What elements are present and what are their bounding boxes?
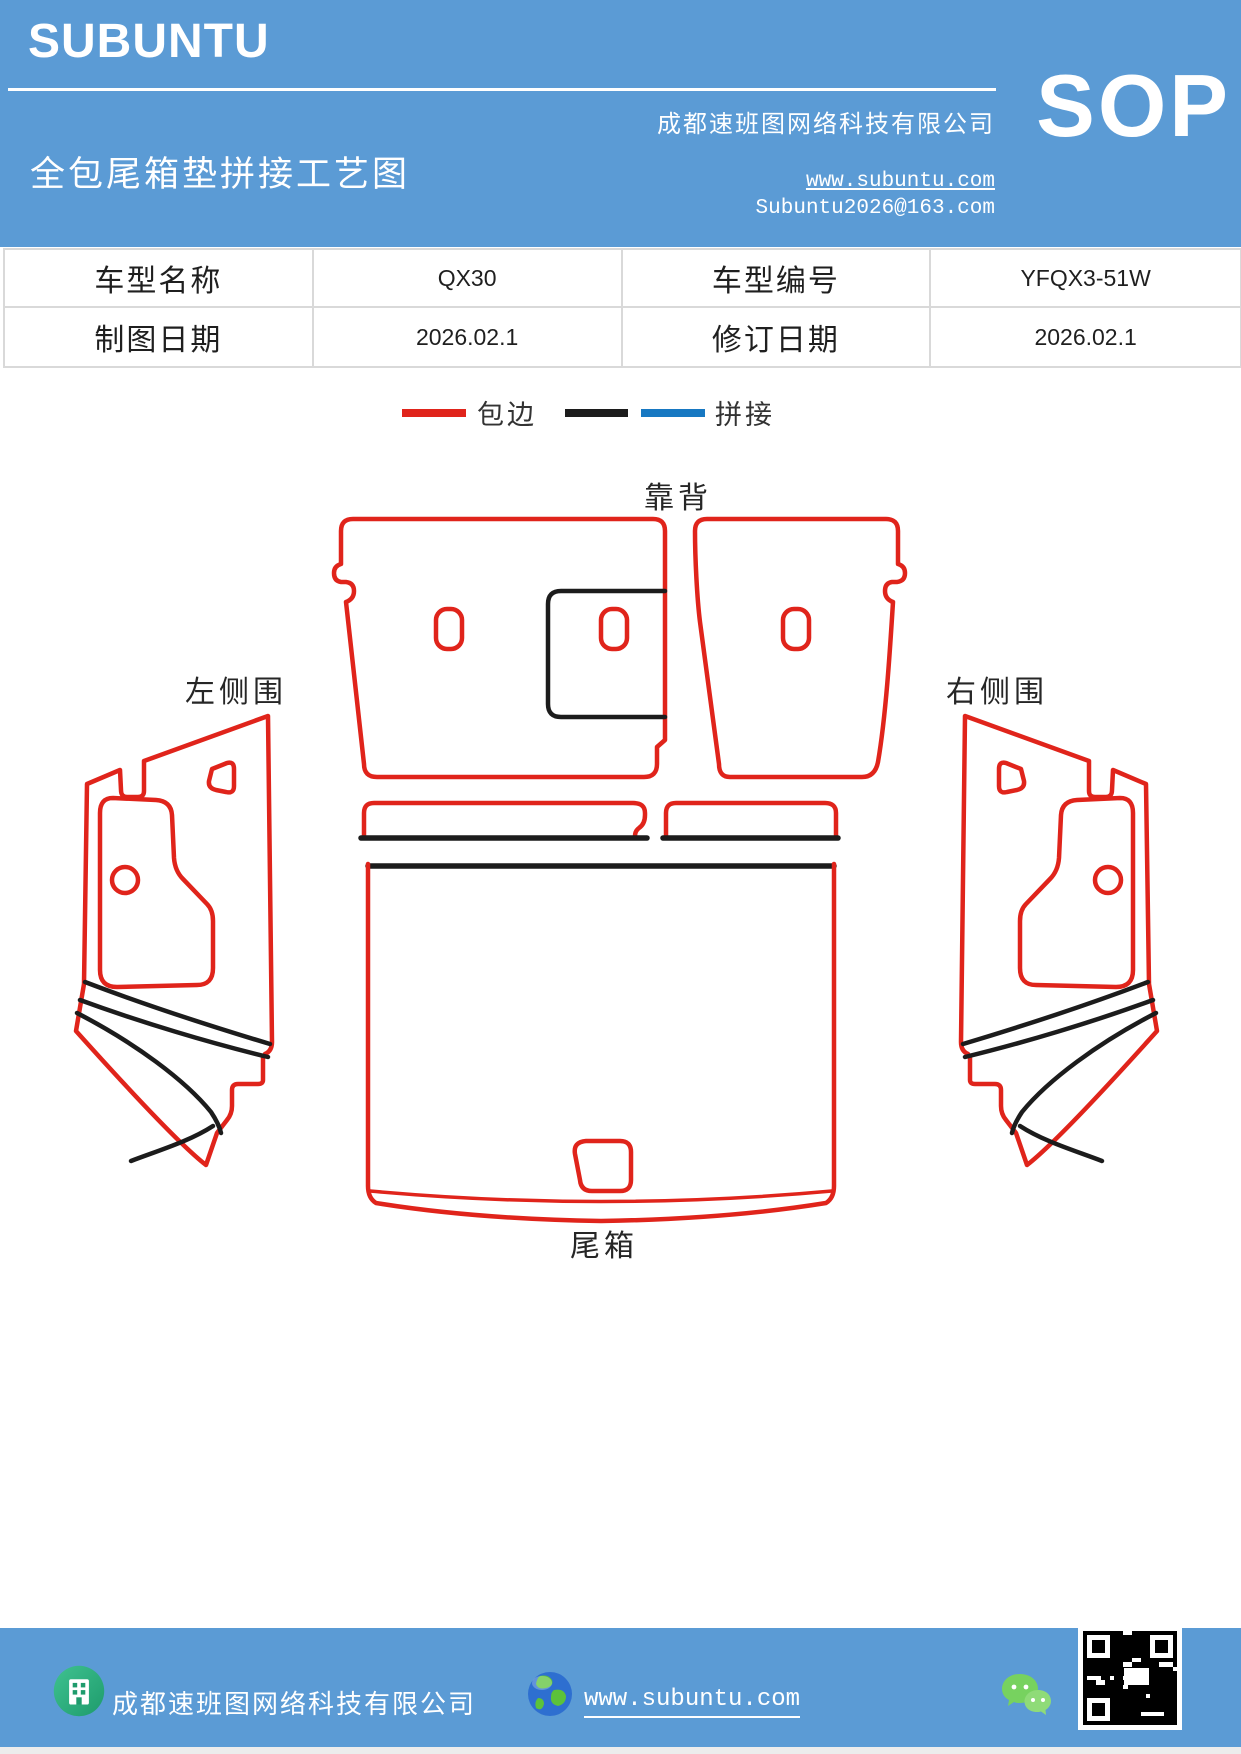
side-panel-round-hole (109, 864, 141, 896)
table-value-revise-date: 2026.02.1 (1034, 323, 1137, 350)
footer-company-name: 成都速班图网络科技有限公司 (112, 1689, 477, 1719)
page-bottom-strip (0, 1747, 1241, 1754)
footer-banner: 成都速班图网络科技有限公司 www.subuntu.com (0, 1626, 1241, 1754)
side-panel-small-hole (206, 760, 237, 795)
legend: 包边 拼接 (402, 400, 775, 430)
side-panel-stitch-curve (1009, 1010, 1159, 1136)
side-panel-round-hole (1092, 864, 1124, 896)
header-banner: SUBUNTU 成都速班图网络科技有限公司 全包尾箱垫拼接工艺图 www.sub… (0, 0, 1241, 247)
side-panel-stitch-curve (74, 1010, 224, 1136)
legend-binding-label: 包边 (477, 400, 537, 430)
backrest-right-piece (692, 516, 908, 780)
left-side-panel-piece (73, 713, 275, 1168)
table-label-model-code: 车型编号 (622, 250, 932, 308)
sop-badge: SOP (1036, 56, 1231, 155)
trunk-mat-piece (365, 861, 837, 1224)
qr-code (1078, 1626, 1182, 1730)
hinge-strip-right (660, 800, 841, 841)
page-title: 全包尾箱垫拼接工艺图 (30, 155, 411, 194)
trunk-latch-hole (572, 1138, 634, 1194)
qr-center-logo (1123, 1667, 1149, 1686)
backrest-slot-hole (598, 606, 630, 652)
right-side-panel-piece (958, 713, 1160, 1168)
header-divider-line (8, 88, 996, 91)
vehicle-info-table: 车型名称 QX30 车型编号 YFQX3-51W 制图日期 2026.02.1 … (3, 248, 1241, 368)
wechat-icon (1002, 1674, 1051, 1715)
side-panel-small-hole (996, 760, 1027, 795)
table-label-draw-date: 制图日期 (5, 308, 314, 366)
header-email[interactable]: Subuntu2026@163.com (755, 197, 995, 220)
side-panel-stitch-curve (960, 979, 1151, 1047)
legend-stitch-label: 拼接 (715, 400, 775, 430)
backrest-left-piece (331, 516, 668, 780)
side-panel-inner-contour (1017, 795, 1136, 990)
side-panel-stitch-curve (82, 979, 273, 1047)
label-trunk: 尾箱 (570, 1230, 638, 1263)
globe-icon (528, 1672, 572, 1716)
header-website-link[interactable]: www.subuntu.com (805, 170, 995, 193)
brand-logo-text: SUBUNTU (28, 15, 270, 68)
backrest-slot-hole (780, 606, 812, 652)
side-panel-stitch-curve (128, 1123, 216, 1164)
table-label-revise-date: 修订日期 (623, 308, 932, 366)
building-icon (53, 1665, 105, 1717)
label-backrest: 靠背 (644, 482, 712, 515)
backrest-stitch-panel (545, 588, 668, 720)
side-panel-stitch-curve (77, 997, 271, 1060)
header-company-name: 成都速班图网络科技有限公司 (657, 111, 995, 138)
trunk-bottom-binding (368, 1189, 834, 1204)
table-value-model-name: QX30 (313, 250, 623, 308)
hinge-strip-left (358, 800, 650, 841)
backrest-slot-hole (433, 606, 465, 652)
footer-website-link[interactable]: www.subuntu.com (584, 1686, 801, 1718)
label-right-panel: 右侧围 (946, 676, 1048, 709)
side-panel-stitch-curve (962, 997, 1156, 1060)
table-label-model-name: 车型名称 (5, 250, 314, 308)
table-value-model-code: YFQX3-51W (931, 250, 1240, 308)
label-left-panel: 左侧围 (185, 676, 287, 709)
side-panel-stitch-curve (1017, 1123, 1105, 1164)
table-value-draw-date: 2026.02.1 (314, 308, 623, 366)
side-panel-inner-contour (97, 795, 216, 990)
